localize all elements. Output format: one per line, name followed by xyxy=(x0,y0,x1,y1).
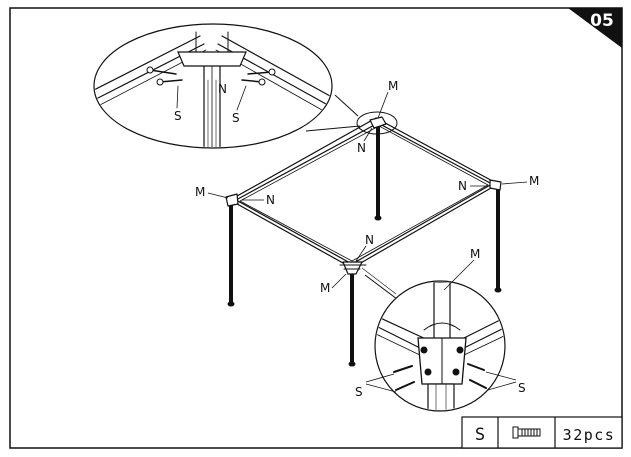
step-badge: 05 xyxy=(568,8,622,48)
label-s-top-left: S xyxy=(174,109,182,123)
screw-icon xyxy=(512,426,541,439)
gazebo-frame xyxy=(225,116,502,367)
label-n-front: N xyxy=(365,233,374,247)
callout-leader-bottom-right xyxy=(361,267,397,295)
label-n-right: N xyxy=(458,179,467,193)
label-m-front: M xyxy=(320,281,330,295)
parts-list-quantity: 32pcs xyxy=(563,426,616,444)
label-s-detail-right: S xyxy=(518,381,526,395)
callout-ring-top xyxy=(356,111,398,135)
label-n-top-corner: N xyxy=(357,141,366,155)
callout-leader-top-right xyxy=(305,125,361,132)
label-m-right: M xyxy=(529,174,539,188)
label-n-top: N xyxy=(218,82,227,96)
callout-leader-top-left xyxy=(334,94,359,117)
detail-view-bottom xyxy=(365,259,517,412)
parts-list: S 32pcs xyxy=(461,416,623,449)
page-frame xyxy=(9,7,623,449)
label-m-top: M xyxy=(388,79,398,93)
callout-leader-bottom-left xyxy=(364,274,398,300)
parts-list-letter: S xyxy=(475,425,485,445)
detail-view-top: S N S xyxy=(93,23,333,149)
label-n-left: N xyxy=(266,193,275,207)
label-m-detail: M xyxy=(470,247,480,261)
label-m-left: M xyxy=(195,185,205,199)
label-s-detail-left: S xyxy=(355,385,363,399)
step-number: 05 xyxy=(590,11,614,31)
label-s-top-right: S xyxy=(232,111,240,125)
